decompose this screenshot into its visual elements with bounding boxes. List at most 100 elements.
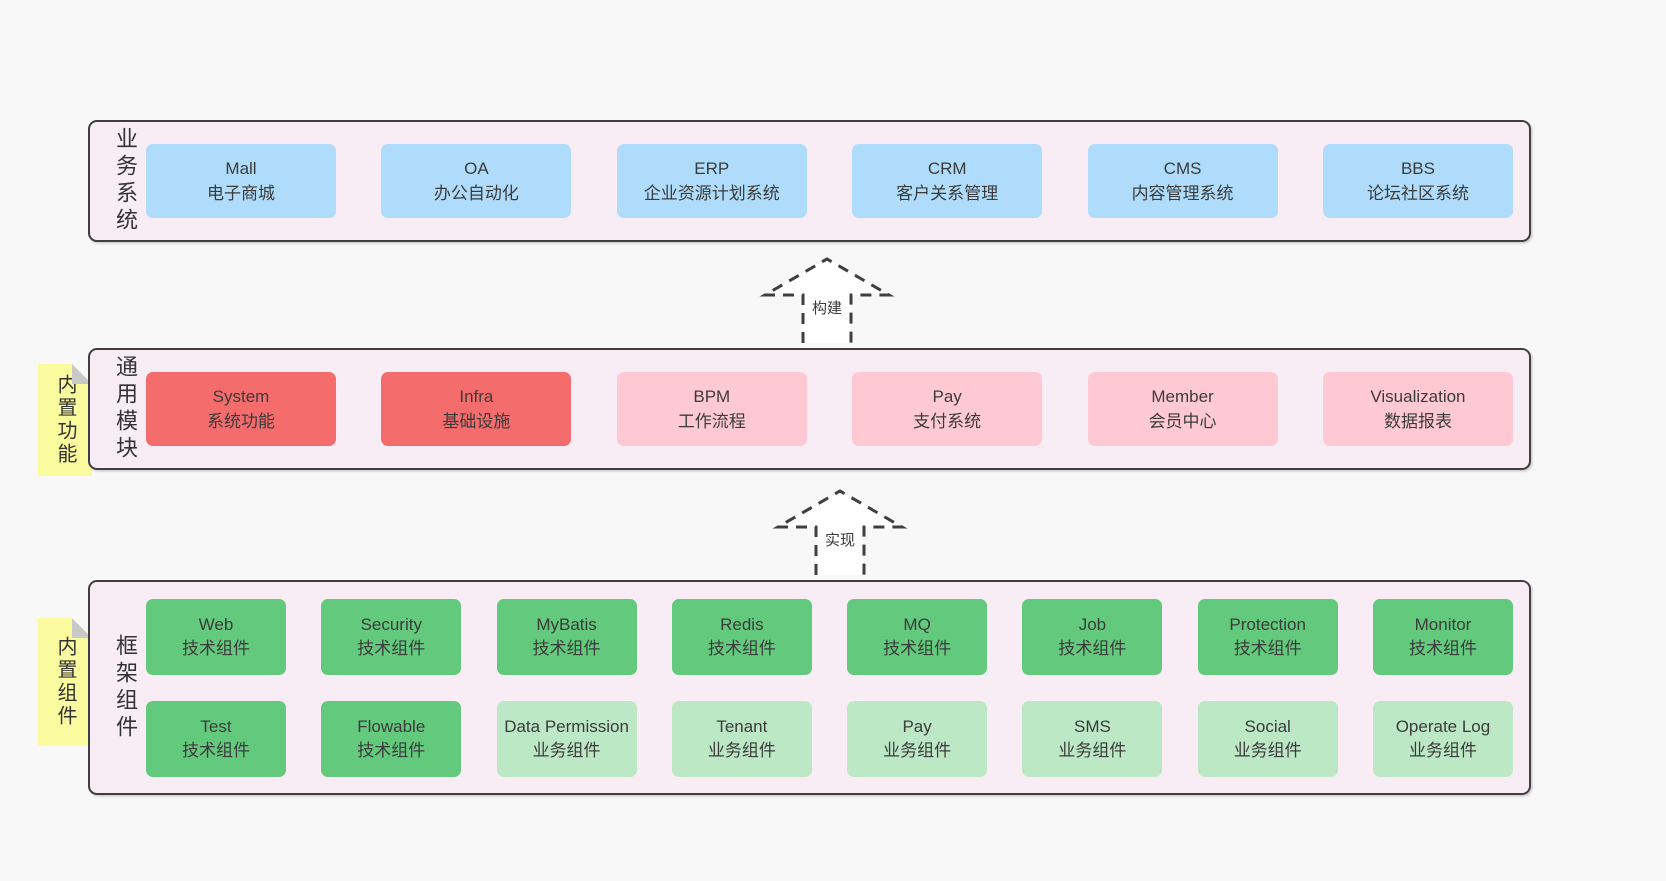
layer-label: 框架组件 xyxy=(113,633,138,742)
box-title: System xyxy=(212,387,270,406)
box-title: ERP xyxy=(694,159,730,178)
box-title: Member xyxy=(1151,387,1214,406)
box-redis: Redis 技术组件 xyxy=(671,598,812,675)
box-member: Member 会员中心 xyxy=(1087,372,1278,446)
box-title: Infra xyxy=(459,387,494,406)
layer-business-systems: 业务系统 Mall 电子商城 OA 办公自动化 ERP 企业资源计划系统 CRM… xyxy=(88,120,1531,242)
box-grid: Web 技术组件 Security 技术组件 MyBatis 技术组件 Redi… xyxy=(146,582,1529,793)
box-subtitle: 技术组件 xyxy=(707,638,776,658)
box-row: Mall 电子商城 OA 办公自动化 ERP 企业资源计划系统 CRM 客户关系… xyxy=(146,122,1529,240)
box-flowable: Flowable 技术组件 xyxy=(321,700,462,777)
box-title: Monitor xyxy=(1414,614,1472,634)
box-pay-component: Pay 业务组件 xyxy=(847,700,988,777)
box-title: Tenant xyxy=(716,716,768,736)
box-subtitle: 业务组件 xyxy=(1058,740,1127,760)
box-title: Operate Log xyxy=(1395,716,1491,736)
box-subtitle: 企业资源计划系统 xyxy=(643,184,780,203)
box-subtitle: 论坛社区系统 xyxy=(1366,184,1469,203)
box-test: Test 技术组件 xyxy=(146,700,286,777)
box-title: Pay xyxy=(932,387,962,406)
box-title: Job xyxy=(1078,614,1107,634)
box-subtitle: 业务组件 xyxy=(883,740,952,760)
box-title: MyBatis xyxy=(536,614,597,634)
box-mall: Mall 电子商城 xyxy=(146,144,336,218)
box-title: Security xyxy=(360,614,422,634)
layer-framework-components: 框架组件 Web 技术组件 Security 技术组件 MyBatis 技术组件… xyxy=(88,580,1531,795)
box-title: BBS xyxy=(1400,159,1435,178)
up-arrow-icon xyxy=(759,257,895,343)
box-subtitle: 技术组件 xyxy=(1058,638,1127,658)
box-subtitle: 数据报表 xyxy=(1383,412,1452,431)
box-subtitle: 业务组件 xyxy=(707,740,776,760)
box-erp: ERP 企业资源计划系统 xyxy=(616,144,807,218)
box-infra: Infra 基础设施 xyxy=(381,372,572,446)
box-title: Visualization xyxy=(1370,387,1466,406)
box-row: System 系统功能 Infra 基础设施 BPM 工作流程 Pay 支付系统… xyxy=(146,350,1529,468)
box-subtitle: 技术组件 xyxy=(182,638,250,658)
box-operate-log: Operate Log 业务组件 xyxy=(1372,700,1513,777)
box-title: CMS xyxy=(1163,159,1202,178)
box-subtitle: 业务组件 xyxy=(1408,740,1477,760)
box-subtitle: 技术组件 xyxy=(1233,638,1302,658)
box-title: Flowable xyxy=(357,716,426,736)
sticky-note-label: 内置组件 xyxy=(54,636,76,728)
box-bbs: BBS 论坛社区系统 xyxy=(1322,144,1513,218)
box-protection: Protection 技术组件 xyxy=(1197,598,1338,675)
box-title: Social xyxy=(1244,716,1291,736)
box-web: Web 技术组件 xyxy=(146,598,286,675)
box-pay-system: Pay 支付系统 xyxy=(852,372,1043,446)
box-subtitle: 技术组件 xyxy=(182,740,250,760)
box-subtitle: 技术组件 xyxy=(883,638,952,658)
dashed-up-arrow-build: 构建 xyxy=(759,255,895,343)
box-system: System 系统功能 xyxy=(146,372,336,446)
box-subtitle: 电子商城 xyxy=(207,184,275,203)
box-subtitle: 基础设施 xyxy=(442,412,511,431)
box-title: Redis xyxy=(720,614,764,634)
box-cms: CMS 内容管理系统 xyxy=(1087,144,1278,218)
sticky-note-builtin-functions: 内置功能 xyxy=(38,364,92,476)
box-subtitle: 技术组件 xyxy=(357,638,426,658)
box-title: MQ xyxy=(903,614,931,634)
box-sms: SMS 业务组件 xyxy=(1022,700,1163,777)
box-crm: CRM 客户关系管理 xyxy=(852,144,1043,218)
box-subtitle: 技术组件 xyxy=(532,638,601,658)
box-title: OA xyxy=(464,159,489,178)
box-data-permission: Data Permission 业务组件 xyxy=(496,700,637,777)
arrow-label: 实现 xyxy=(824,532,855,549)
box-subtitle: 工作流程 xyxy=(677,412,746,431)
box-visualization: Visualization 数据报表 xyxy=(1322,372,1513,446)
box-oa: OA 办公自动化 xyxy=(381,144,572,218)
box-subtitle: 会员中心 xyxy=(1148,412,1217,431)
box-subtitle: 业务组件 xyxy=(1233,740,1302,760)
box-title: CRM xyxy=(927,159,967,178)
box-title: Pay xyxy=(902,716,932,736)
box-social: Social 业务组件 xyxy=(1197,700,1338,777)
box-title: Test xyxy=(200,716,232,736)
box-mq: MQ 技术组件 xyxy=(847,598,988,675)
box-title: Web xyxy=(198,614,234,634)
box-title: BPM xyxy=(693,387,731,406)
box-mybatis: MyBatis 技术组件 xyxy=(496,598,637,675)
box-subtitle: 内容管理系统 xyxy=(1131,184,1234,203)
box-job: Job 技术组件 xyxy=(1022,598,1163,675)
layer-common-modules: 通用模块 System 系统功能 Infra 基础设施 BPM 工作流程 Pay… xyxy=(88,348,1531,470)
box-bpm: BPM 工作流程 xyxy=(616,372,807,446)
box-subtitle: 技术组件 xyxy=(357,740,426,760)
box-subtitle: 办公自动化 xyxy=(433,184,519,203)
box-title: Data Permission xyxy=(504,716,629,736)
box-title: Protection xyxy=(1229,614,1306,634)
box-row: Web 技术组件 Security 技术组件 MyBatis 技术组件 Redi… xyxy=(146,598,1513,675)
box-title: Mall xyxy=(225,159,257,178)
dashed-up-arrow-implement: 实现 xyxy=(772,487,908,575)
box-subtitle: 业务组件 xyxy=(532,740,601,760)
layer-label: 业务系统 xyxy=(113,127,138,235)
box-subtitle: 客户关系管理 xyxy=(896,184,999,203)
box-subtitle: 系统功能 xyxy=(207,412,275,431)
up-arrow-icon xyxy=(772,489,908,575)
box-security: Security 技术组件 xyxy=(321,598,462,675)
sticky-note-label: 内置功能 xyxy=(54,374,76,466)
box-title: SMS xyxy=(1073,716,1111,736)
box-row: Test 技术组件 Flowable 技术组件 Data Permission … xyxy=(146,700,1513,777)
sticky-note-builtin-components: 内置组件 xyxy=(38,618,92,746)
